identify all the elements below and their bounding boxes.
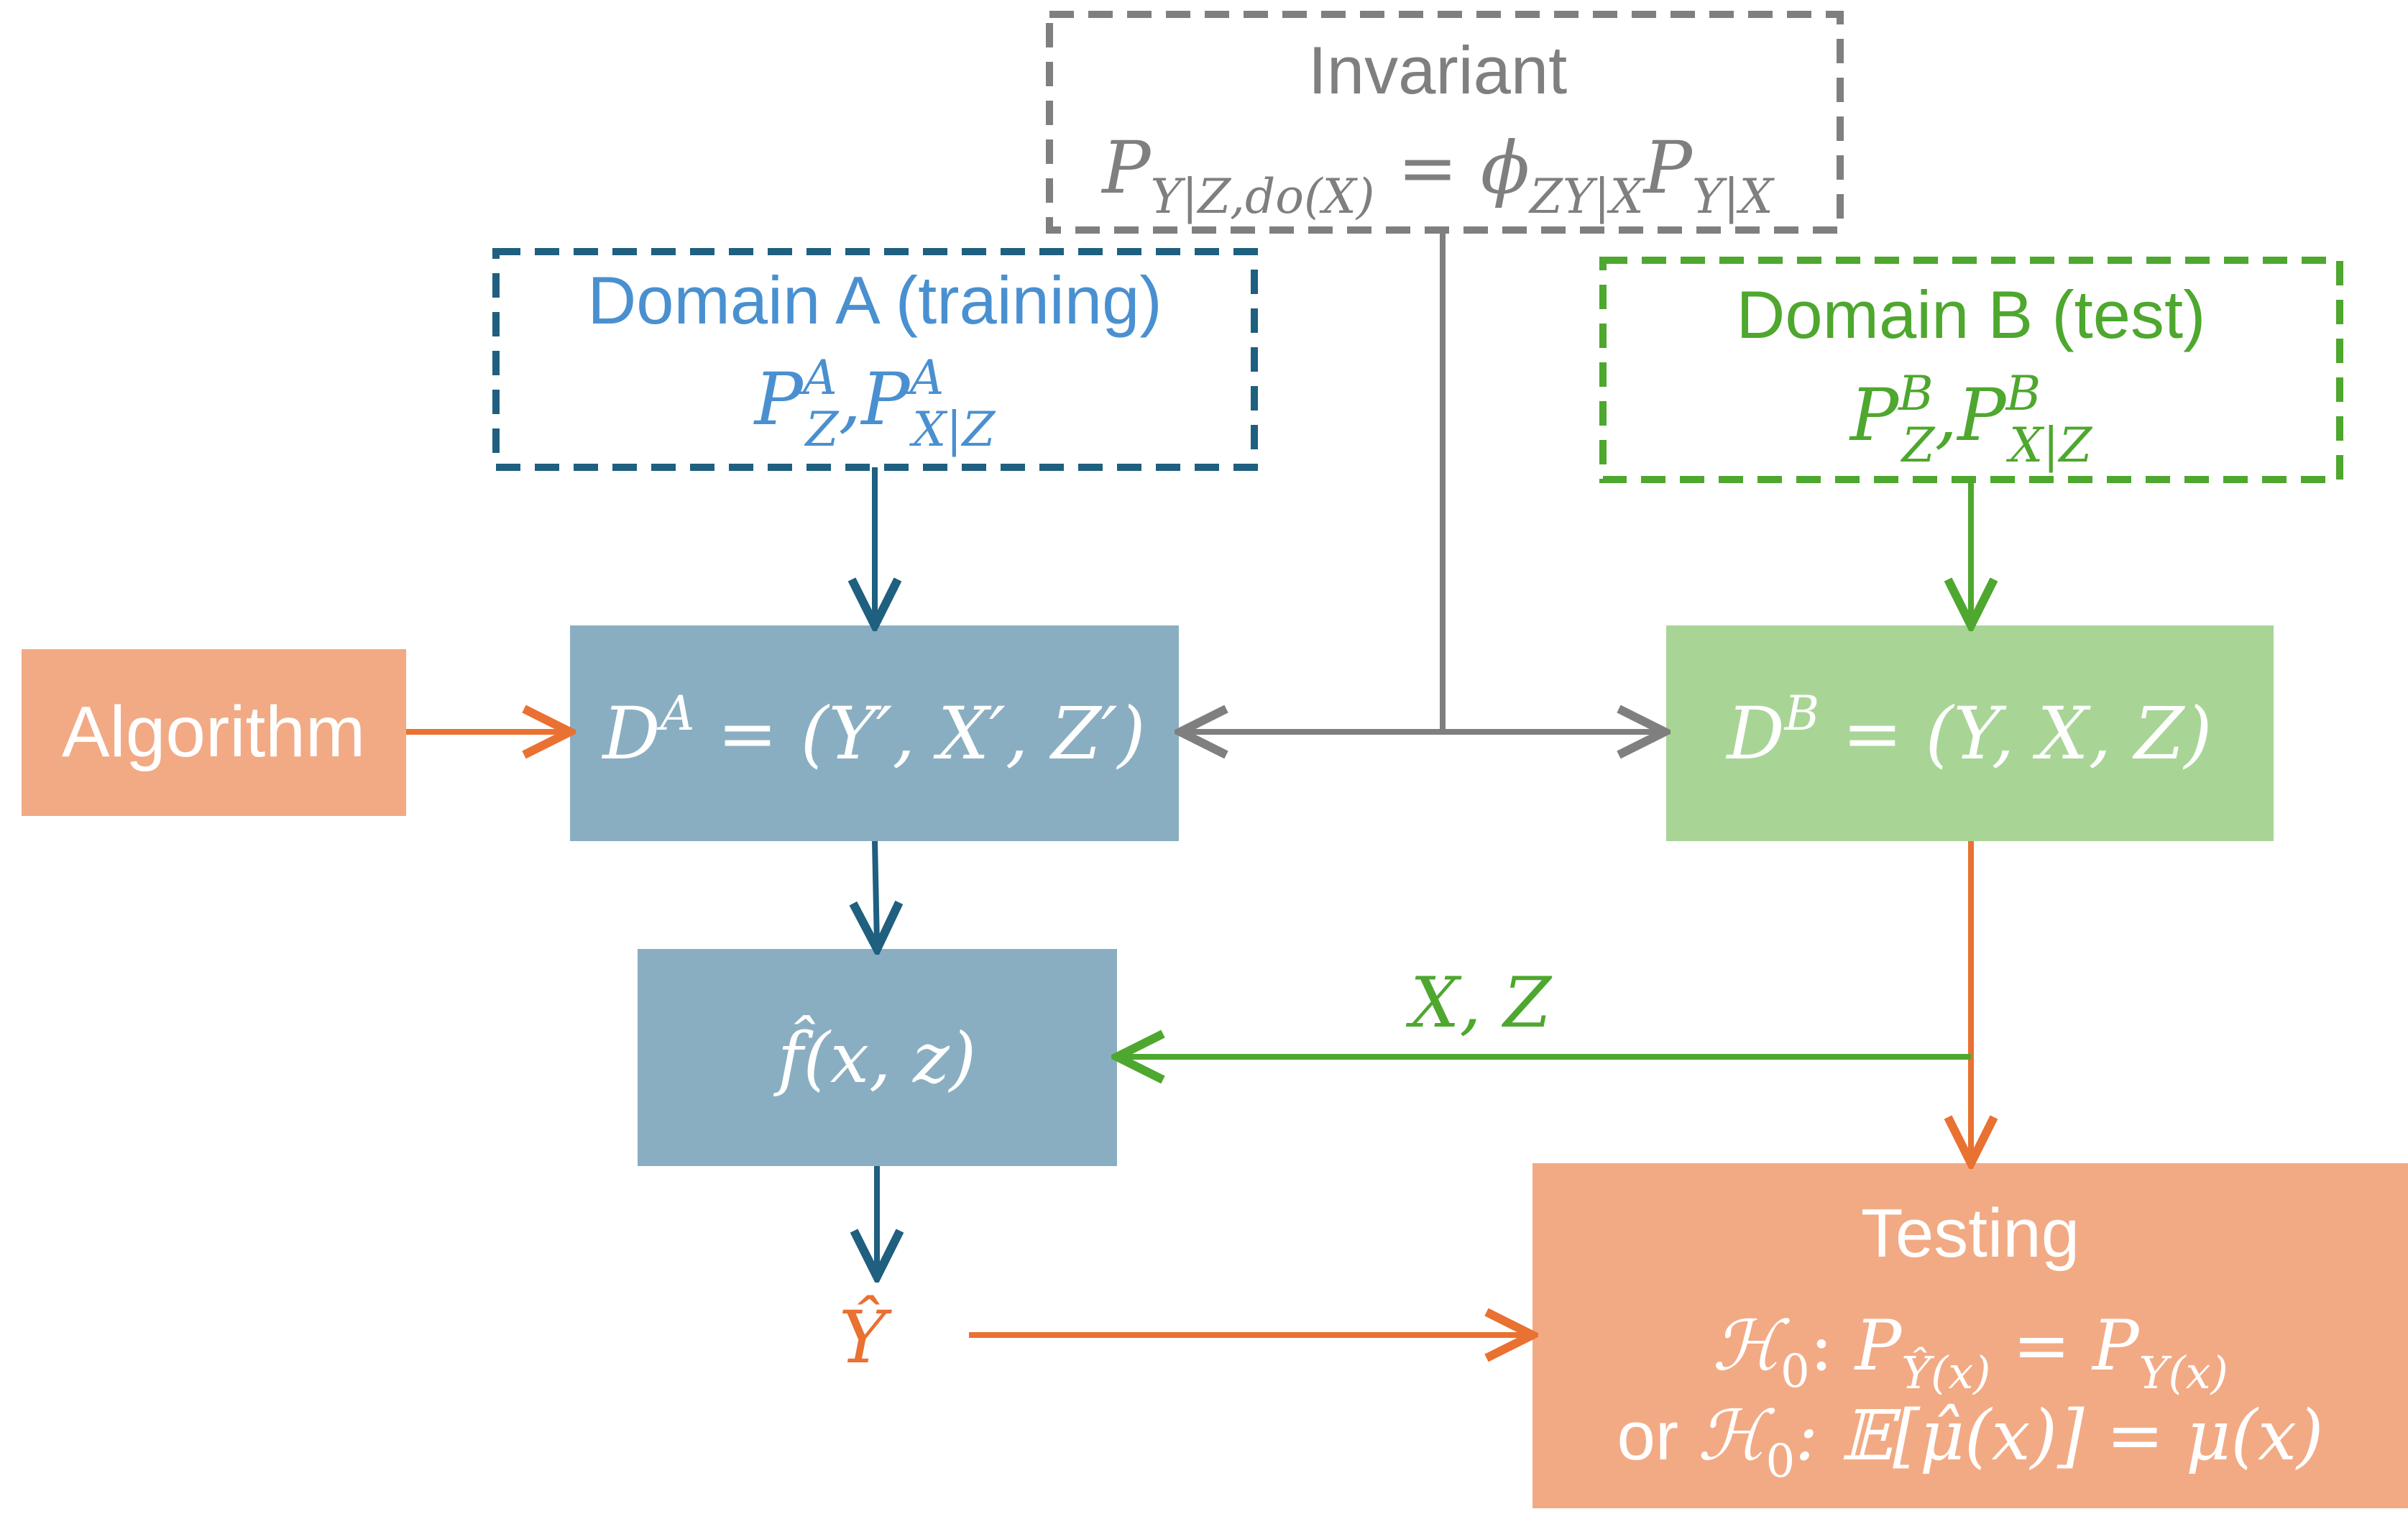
invariant-box: Invariant PY|Z,do(X) = ϕZY|XPY|X [1046,11,1844,234]
data-b-formula: DB = (Y, X, Z) [1725,686,2212,776]
algorithm-box: Algorithm [22,649,406,816]
data-b-fill [1666,625,2274,841]
testing-box: Testing ℋ0: PŶ(x) = PY(x) or ℋ0: 𝔼[μ̂(x)… [1532,1163,2408,1508]
data-a-box: DA = (Y′, X′, Z′) [570,625,1179,841]
model-fill [638,949,1117,1166]
yhat-label: Ŷ [839,1295,892,1380]
testing-hypothesis-2: or ℋ0: 𝔼[μ̂(x)] = μ(x) [1617,1395,2324,1488]
invariant-title: Invariant [1308,32,1568,108]
domain-a-border [492,248,1258,471]
testing-title: Testing [1861,1195,2080,1272]
invariant-formula: PY|Z,do(X) = ϕZY|XPY|X [1100,126,1775,224]
data-a-formula: DA = (Y′, X′, Z′) [601,686,1145,776]
data-a-fill [570,625,1179,841]
testing-fill [1532,1163,2408,1508]
model-box: f̂(x, z) [638,949,1117,1166]
data-b-box: DB = (Y, X, Z) [1666,625,2274,841]
xz-label: X, Z [1405,963,1553,1043]
model-label: f̂(x, z) [773,1015,976,1098]
domain-b-title: Domain B (test) [1737,277,2206,352]
algorithm-fill [22,649,406,816]
algorithm-label: Algorithm [62,692,365,772]
data-a-to-model-arrow [875,840,877,943]
testing-hypothesis-1: ℋ0: PŶ(x) = PY(x) [1712,1306,2228,1399]
domain-a-title: Domain A (training) [587,262,1162,338]
